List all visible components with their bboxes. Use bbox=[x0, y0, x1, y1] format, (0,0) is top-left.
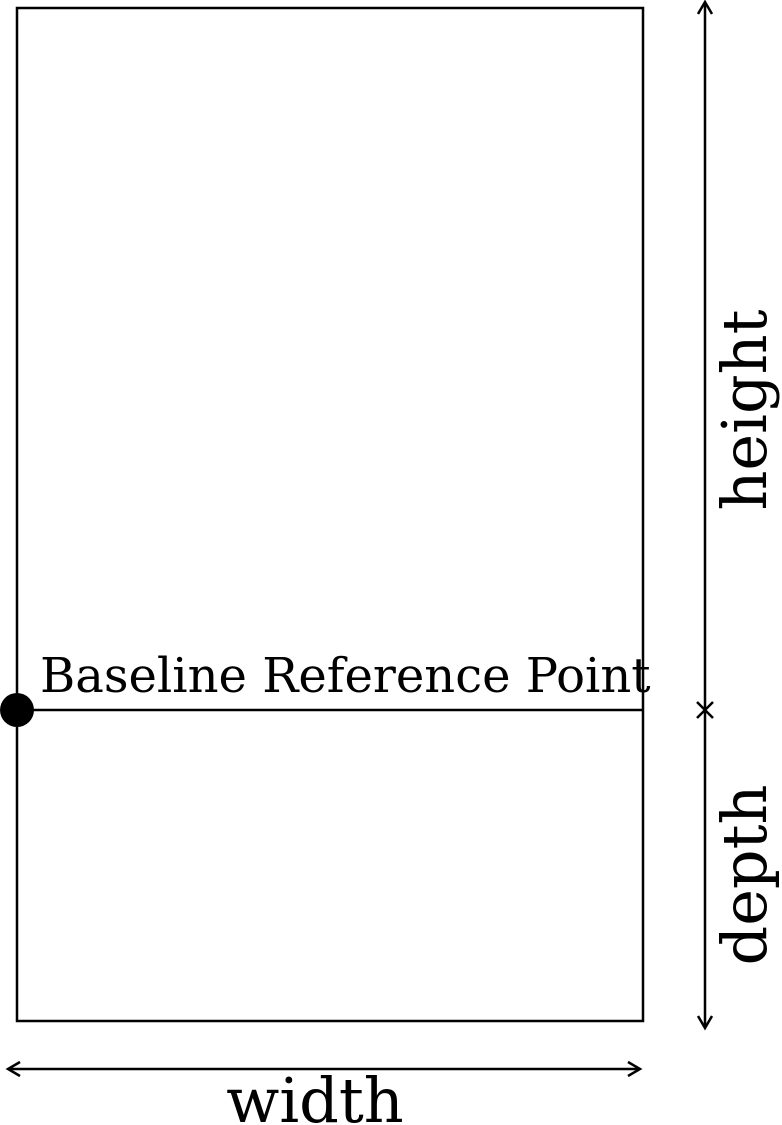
depth-arrow bbox=[696, 710, 714, 1031]
height-label: height bbox=[708, 309, 781, 510]
width-arrow bbox=[5, 1060, 643, 1078]
baseline-reference-dot bbox=[0, 693, 34, 727]
baseline-label: Baseline Reference Point bbox=[40, 648, 651, 704]
depth-label: depth bbox=[708, 785, 781, 966]
glyph-box bbox=[15, 6, 645, 1023]
width-label: width bbox=[226, 1064, 403, 1125]
